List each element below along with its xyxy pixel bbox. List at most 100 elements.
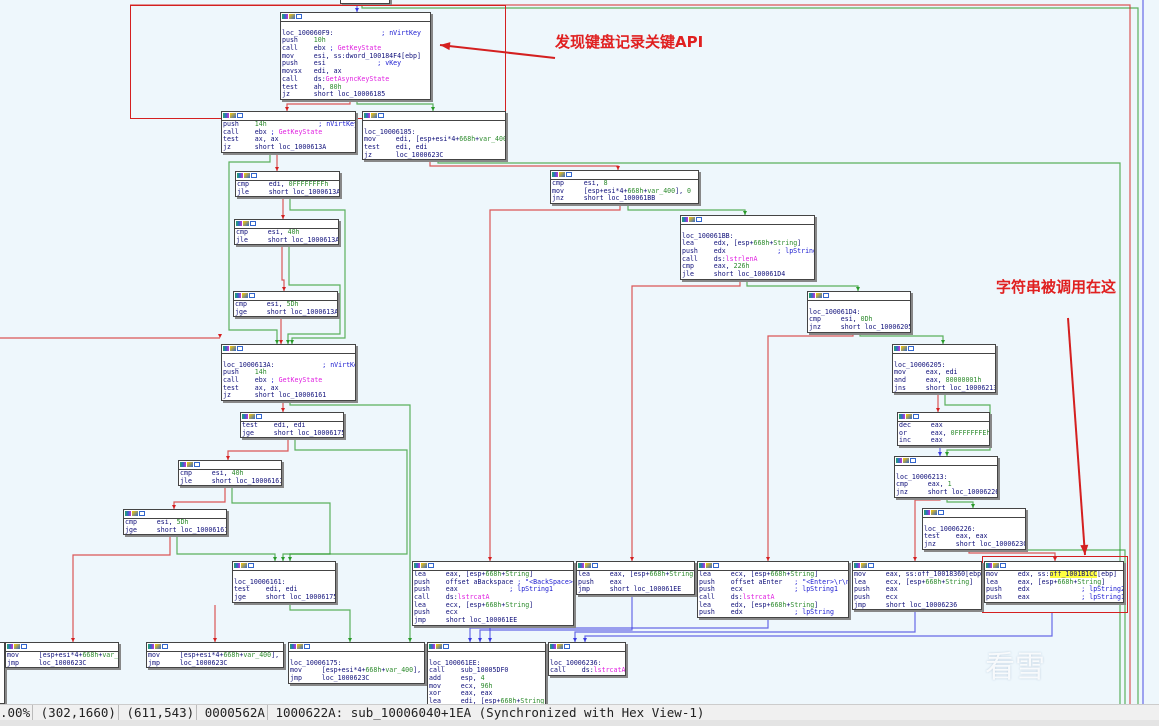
edit-icon[interactable] [706, 563, 712, 568]
color-icon[interactable] [550, 644, 556, 649]
graph-icon[interactable] [256, 414, 262, 419]
asm-line[interactable]: test ax, ax [223, 135, 279, 144]
graph-icon[interactable] [443, 644, 449, 649]
edit-icon[interactable] [689, 217, 695, 222]
graph-icon[interactable] [713, 563, 719, 568]
asm-line[interactable]: push offset aBackspace ; "<BackSpace>" [414, 577, 574, 586]
asm-line[interactable]: lea ecx, [esp+668h+String] [854, 577, 974, 586]
asm-line[interactable]: loc_10006226: [924, 524, 976, 533]
graph-icon[interactable] [868, 563, 874, 568]
asm-line[interactable]: jmp loc_1000623C [290, 674, 370, 683]
asm-line[interactable]: xor eax, eax [429, 689, 493, 698]
color-icon[interactable] [899, 414, 905, 419]
asm-line[interactable]: jle short loc_10006161 [180, 476, 282, 485]
code-block-set2[interactable]: mov [esp+esi*4+668h+var_400], 2jmp loc_1… [5, 642, 119, 669]
color-icon[interactable] [223, 113, 229, 118]
asm-line[interactable]: test ax, ax [223, 383, 279, 392]
asm-line[interactable]: cmp esi, 5Dh [235, 300, 299, 308]
graph-icon[interactable] [250, 221, 256, 226]
asm-line[interactable]: push ecx ; lpString1 [699, 585, 838, 594]
asm-line[interactable]: push ecx [414, 608, 458, 617]
asm-line[interactable]: jz short loc_10006185 [282, 90, 386, 99]
asm-line[interactable]: cmp esi, 40h [180, 469, 244, 477]
graph-icon[interactable] [1000, 563, 1006, 568]
asm-line[interactable]: mov eax, edi [894, 368, 958, 377]
color-icon[interactable] [235, 293, 241, 298]
graph-icon[interactable] [296, 14, 302, 19]
color-icon[interactable] [125, 511, 131, 516]
color-icon[interactable] [234, 563, 240, 568]
edit-icon[interactable] [816, 293, 822, 298]
asm-line[interactable]: call ds:lstrcatA [550, 666, 626, 675]
asm-line[interactable]: test edi, edi [364, 143, 428, 152]
color-icon[interactable] [924, 510, 930, 515]
color-icon[interactable] [282, 14, 288, 19]
asm-line[interactable]: mov edx, ss:off_1001B1CC[ebp] [986, 570, 1118, 578]
color-icon[interactable] [894, 346, 900, 351]
code-block-off_10018360[interactable]: mov eax, ss:off_10018360[ebp]lea ecx, [e… [852, 561, 982, 611]
graph-icon[interactable] [823, 293, 829, 298]
color-icon[interactable] [148, 644, 154, 649]
asm-line[interactable]: jz loc_1000623C [364, 150, 444, 159]
graph-icon[interactable] [304, 644, 310, 649]
code-block-loc_10006236[interactable]: loc_10006236:call ds:lstrcatA [548, 642, 626, 677]
partial-top-block[interactable] [340, 0, 390, 4]
graph-icon[interactable] [162, 644, 168, 649]
asm-line[interactable]: call ds:lstrlenA [682, 254, 758, 263]
asm-line[interactable]: mov [esp+esi*4+668h+var_400], 2 [7, 651, 119, 659]
edit-icon[interactable] [559, 172, 565, 177]
asm-line[interactable]: call ebx ; GetKeyState [223, 127, 323, 136]
graph-icon[interactable] [566, 172, 572, 177]
graph-view[interactable]: 发现键盘记录关键API 字符串被调用在这 看雪 loc_100060F9: ; … [0, 0, 1159, 704]
graph-icon[interactable] [237, 113, 243, 118]
color-icon[interactable] [986, 563, 992, 568]
asm-line[interactable]: loc_10006161: [234, 577, 286, 586]
edit-icon[interactable] [244, 173, 250, 178]
edit-icon[interactable] [242, 293, 248, 298]
graph-icon[interactable] [938, 510, 944, 515]
graph-icon[interactable] [564, 644, 570, 649]
asm-line[interactable]: jmp loc_1000623C [7, 658, 87, 667]
color-icon[interactable] [578, 563, 584, 568]
asm-line[interactable]: push eax [854, 585, 898, 594]
asm-line[interactable]: push eax ; lpString1 [414, 585, 553, 594]
asm-line[interactable]: push eax [578, 577, 622, 586]
asm-line[interactable]: jnz short loc_100061BB [552, 194, 656, 203]
asm-line[interactable]: lea ecx, [esp+668h+String] [699, 570, 819, 578]
asm-line[interactable]: loc_100060F9: ; nVirtKey [282, 28, 421, 37]
asm-line[interactable]: jle short loc_100061D4 [682, 270, 786, 279]
partial-left-block[interactable] [0, 642, 5, 704]
color-icon[interactable] [242, 414, 248, 419]
color-icon[interactable] [552, 172, 558, 177]
asm-line[interactable]: lea eax, [esp+668h+String] [414, 570, 534, 578]
asm-line[interactable]: push offset aEnter ; "<Enter>\r\n" [699, 577, 849, 586]
edit-icon[interactable] [289, 14, 295, 19]
asm-line[interactable]: jz short loc_10006161 [223, 391, 327, 400]
code-block-loc_10006175[interactable]: loc_10006175:mov [esp+esi*4+668h+var_400… [288, 642, 425, 684]
asm-line[interactable]: jge short loc_1000613A [235, 307, 338, 316]
code-block-set3[interactable]: mov [esp+esi*4+668h+var_400], 3jmp loc_1… [146, 642, 284, 669]
color-icon[interactable] [364, 113, 370, 118]
asm-line[interactable]: push edx ; lpString2 [986, 585, 1124, 594]
edit-icon[interactable] [901, 346, 907, 351]
graph-icon[interactable] [378, 113, 384, 118]
asm-line[interactable]: mov [esp+esi*4+668h+var_400], 3 [148, 651, 284, 659]
color-icon[interactable] [896, 458, 902, 463]
edit-icon[interactable] [243, 221, 249, 226]
asm-line[interactable]: test edi, edi [242, 421, 306, 429]
edit-icon[interactable] [931, 510, 937, 515]
asm-line[interactable]: dec eax [899, 421, 943, 429]
graph-icon[interactable] [908, 346, 914, 351]
asm-line[interactable]: loc_10006236: [550, 658, 602, 667]
asm-line[interactable]: call ds:lstrcatA [414, 593, 490, 602]
